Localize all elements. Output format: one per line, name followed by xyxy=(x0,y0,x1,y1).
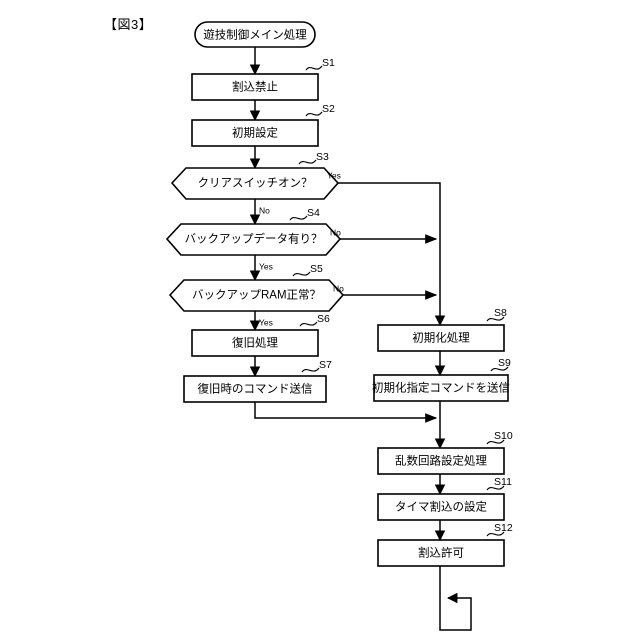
leader-s11 xyxy=(486,485,505,491)
edge-label-s5-no: No xyxy=(333,283,344,293)
node-s12[interactable]: 割込許可 xyxy=(377,539,505,567)
edge-label-s3-no: No xyxy=(259,205,270,215)
node-s9[interactable]: 初期化指定コマンドを送信 xyxy=(372,374,510,402)
edge-label-s5-yes: Yes xyxy=(259,317,273,327)
node-s11[interactable]: タイマ割込の設定 xyxy=(377,493,505,521)
step-label-s2: S2 xyxy=(322,103,335,115)
node-s6[interactable]: 復旧処理 xyxy=(191,329,319,357)
edge-label-s3-yes: Yes xyxy=(327,170,341,180)
figure-label: 【図3】 xyxy=(104,17,153,32)
leader-s5 xyxy=(292,271,311,277)
node-s2-label: 初期設定 xyxy=(232,126,278,140)
node-s1-label: 割込禁止 xyxy=(232,80,278,94)
step-label-s5: S5 xyxy=(310,263,323,275)
node-s9-label: 初期化指定コマンドを送信 xyxy=(372,381,510,395)
node-s2[interactable]: 初期設定 xyxy=(191,119,319,147)
node-s10-label: 乱数回路設定処理 xyxy=(395,454,487,468)
node-s1[interactable]: 割込禁止 xyxy=(191,73,319,101)
node-s10[interactable]: 乱数回路設定処理 xyxy=(377,447,505,475)
step-label-s8: S8 xyxy=(494,307,507,319)
node-start-terminal[interactable]: 遊技制御メイン処理 xyxy=(194,21,316,48)
leader-s6 xyxy=(299,321,318,327)
leader-s4 xyxy=(289,215,308,221)
node-s7-label: 復旧時のコマンド送信 xyxy=(198,382,313,396)
leader-s1 xyxy=(305,65,323,71)
step-label-s12: S12 xyxy=(494,522,513,534)
step-label-s7: S7 xyxy=(319,359,332,371)
leader-s8 xyxy=(486,316,505,322)
node-s11-label: タイマ割込の設定 xyxy=(395,500,487,514)
leader-s2 xyxy=(305,111,323,117)
node-s7[interactable]: 復旧時のコマンド送信 xyxy=(183,375,327,403)
node-s4[interactable]: バックアップデータ有り？ xyxy=(165,223,342,256)
node-s6-label: 復旧処理 xyxy=(232,336,278,350)
connector-s7-to-trunk xyxy=(254,402,438,423)
leader-s9 xyxy=(490,366,509,372)
edge-label-s4-yes: Yes xyxy=(259,261,273,271)
node-s3-label: クリアスイッチオン？ xyxy=(198,177,313,190)
connector-s12-loop xyxy=(439,566,472,631)
connector-s3-yes-to-s8 xyxy=(325,182,446,327)
step-label-s10: S10 xyxy=(494,430,513,442)
leader-s3 xyxy=(298,159,317,165)
leader-s10 xyxy=(486,439,505,445)
step-label-s3: S3 xyxy=(316,151,329,163)
edge-label-s4-no: No xyxy=(330,227,341,237)
step-label-s11: S11 xyxy=(494,476,512,488)
node-s3[interactable]: クリアスイッチオン？ xyxy=(170,167,340,200)
step-label-s4: S4 xyxy=(307,207,320,219)
node-s4-label: バックアップデータ有り？ xyxy=(185,232,323,246)
node-s5-label: バックアップRAM正常？ xyxy=(192,289,321,302)
node-s12-label: 割込許可 xyxy=(418,546,464,560)
node-start-terminal-label: 遊技制御メイン処理 xyxy=(203,28,307,42)
leader-s12 xyxy=(486,531,505,537)
node-s8-label: 初期化処理 xyxy=(412,331,470,345)
node-s5[interactable]: バックアップRAM正常？ xyxy=(168,279,345,312)
step-label-s1: S1 xyxy=(322,57,335,69)
step-label-s9: S9 xyxy=(498,357,511,369)
leader-s7 xyxy=(301,367,320,373)
step-label-s6: S6 xyxy=(317,313,330,325)
node-s8[interactable]: 初期化処理 xyxy=(377,324,505,352)
